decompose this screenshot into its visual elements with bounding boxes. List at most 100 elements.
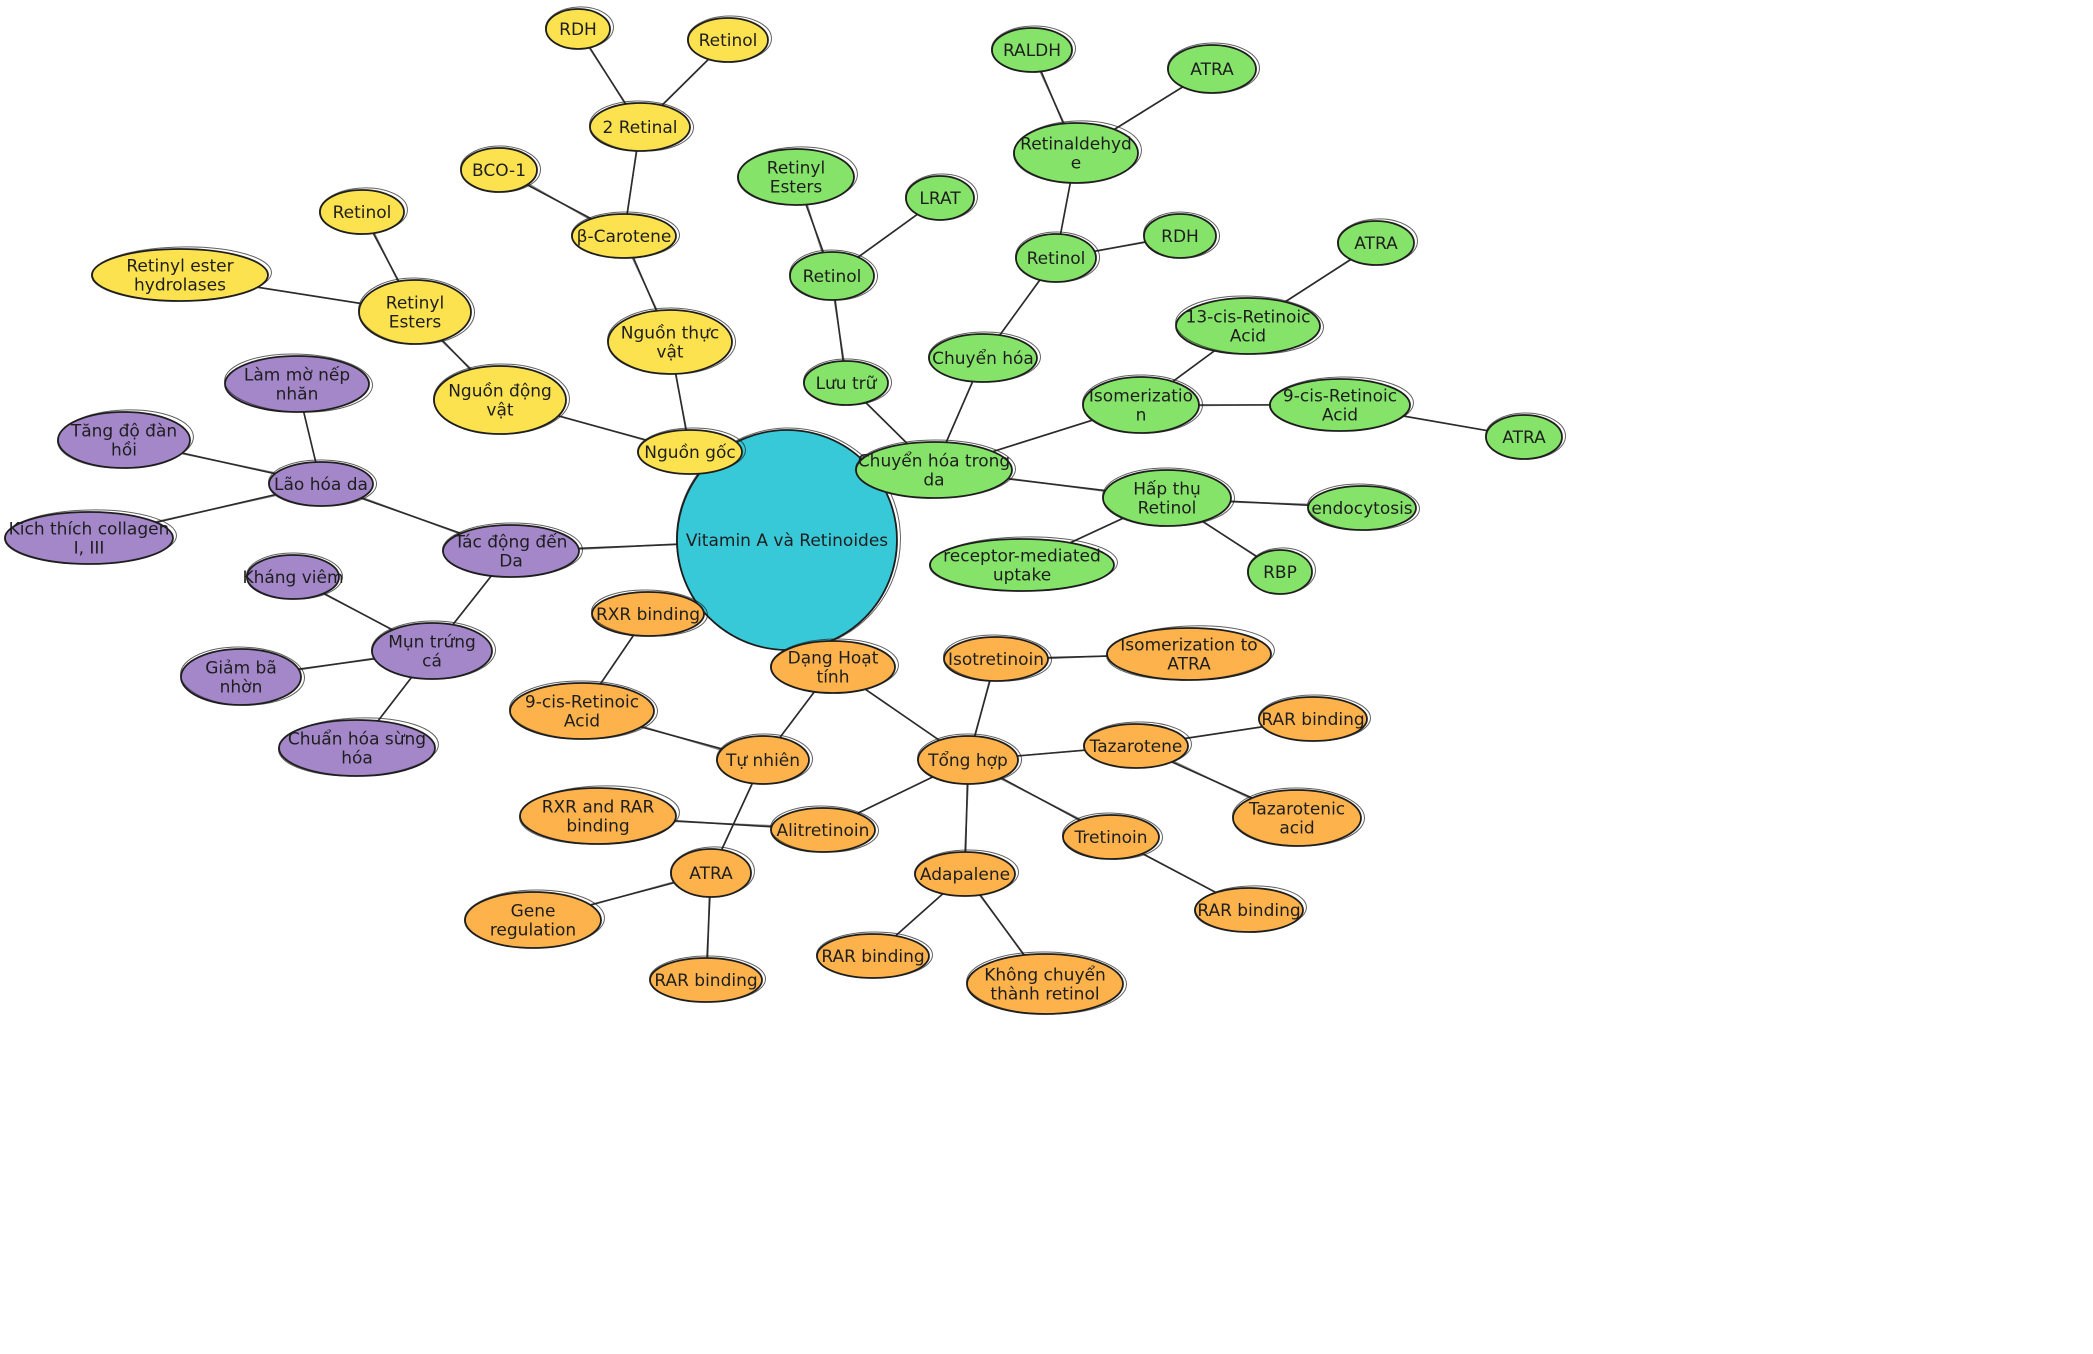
topic-node-y7[interactable]: β-Carotene (571, 211, 680, 259)
node-label: Gene (511, 902, 556, 922)
topic-node-y1[interactable]: Nguồn gốc (636, 427, 746, 475)
topic-node-g7[interactable]: Retinol (1015, 231, 1101, 283)
topic-node-g14[interactable]: ATRA (1336, 218, 1419, 267)
node-label: n (1136, 406, 1147, 426)
node-sketch-outline (1336, 218, 1418, 266)
topic-node-o16[interactable]: Adapalene (913, 849, 1019, 897)
topic-node-o12[interactable]: RAR binding (1258, 694, 1371, 742)
node-sketch-outline (607, 307, 737, 375)
node-label: cá (422, 652, 442, 672)
topic-node-o7[interactable]: RAR binding (649, 955, 766, 1003)
topic-node-g2[interactable]: Lưu trữ (803, 358, 893, 406)
topic-node-g19[interactable]: RBP (1246, 547, 1317, 595)
topic-node-g10[interactable]: RALDH (990, 25, 1076, 73)
topic-node-g11[interactable]: ATRA (1167, 42, 1260, 94)
topic-node-o9[interactable]: Isotretinoin (943, 633, 1053, 683)
node-label: β-Carotene (577, 227, 672, 247)
node-label: 2 Retinal (602, 118, 677, 138)
topic-node-g8[interactable]: RDH (1143, 211, 1221, 260)
node-sketch-outline (1102, 467, 1236, 527)
topic-node-y5[interactable]: Retinol (318, 186, 409, 235)
topic-node-o19[interactable]: Alitretinoin (770, 804, 880, 854)
node-sketch-outline (928, 331, 1041, 383)
node-sketch-outline (686, 15, 772, 63)
node-sketch-outline (371, 620, 496, 680)
node-label: Retinyl (386, 294, 444, 314)
topic-node-g18[interactable]: endocytosis (1307, 482, 1421, 532)
topic-node-y8[interactable]: BCO-1 (460, 145, 542, 193)
node-label: hóa (341, 749, 373, 769)
node-sketch-outline (943, 634, 1053, 682)
topic-node-p7[interactable]: Kháng viêm (242, 552, 344, 600)
node-label: Không chuyển (984, 965, 1105, 986)
node-label: Tác động đến (454, 532, 568, 553)
topic-node-o4[interactable]: RXR binding (591, 588, 709, 638)
node-label: Hấp thụ (1133, 479, 1201, 500)
node-sketch-outline (803, 358, 893, 406)
node-sketch-outline (246, 552, 344, 600)
node-sketch-outline (1012, 120, 1142, 184)
node-sketch-outline (913, 849, 1019, 897)
node-sketch-outline (460, 145, 542, 193)
node-sketch-outline (90, 246, 272, 302)
topic-node-o11[interactable]: Tazarotene (1082, 721, 1192, 769)
topic-node-o14[interactable]: Tretinoin (1062, 811, 1164, 860)
topic-node-o15[interactable]: RAR binding (1193, 884, 1308, 934)
node-label: tính (817, 668, 850, 688)
central-topic-node[interactable]: Vitamin A và Retinoides (673, 424, 905, 654)
node-label: hydrolases (134, 276, 226, 296)
topic-node-g16[interactable]: ATRA (1485, 412, 1566, 460)
node-label: Acid (564, 712, 600, 732)
topic-node-y9[interactable]: 2 Retinal (589, 99, 695, 153)
node-label: Nguồn thực (621, 323, 719, 344)
node-label: Tazarotenic (1248, 800, 1345, 820)
node-label: Retinaldehyd (1020, 135, 1132, 155)
topic-node-y10[interactable]: RDH (544, 6, 614, 50)
node-sketch-outline (433, 363, 570, 435)
node-label: uptake (993, 566, 1051, 586)
node-sketch-outline (1082, 721, 1192, 769)
node-label: Tazarotene (1089, 737, 1183, 757)
node-sketch-outline (770, 805, 880, 853)
node-label: RDH (1161, 227, 1199, 247)
topic-node-g5[interactable]: LRAT (904, 173, 978, 221)
node-sketch-outline (358, 277, 476, 345)
topic-node-o17[interactable]: RAR binding (816, 931, 933, 979)
topic-node-g6[interactable]: Chuyển hóa (928, 331, 1041, 383)
topic-node-o8[interactable]: Tổng hợp (917, 733, 1023, 785)
topic-node-g3[interactable]: Retinol (789, 249, 879, 302)
node-label: Kháng viêm (242, 568, 343, 588)
node-label: Da (499, 552, 523, 572)
topic-node-o5[interactable]: ATRA (669, 845, 756, 898)
topic-node-y11[interactable]: Retinol (686, 15, 772, 63)
topic-node-g12[interactable]: Isomerization (1082, 374, 1204, 434)
node-sketch-outline (442, 522, 583, 578)
topic-node-p2[interactable]: Lão hóa da (268, 459, 378, 507)
topic-node-o2[interactable]: Tự nhiên (716, 733, 813, 785)
